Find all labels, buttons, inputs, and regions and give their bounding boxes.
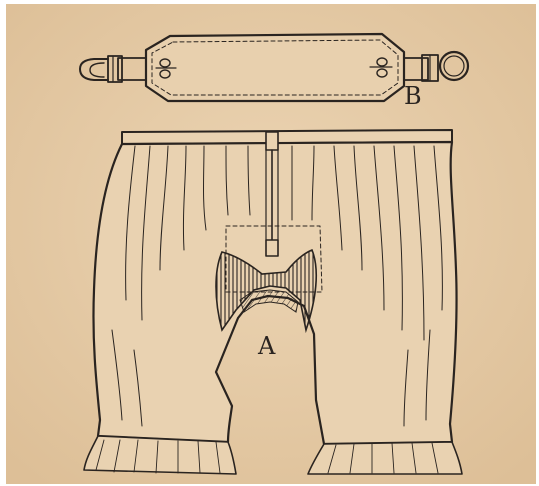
label-b: B <box>404 82 422 110</box>
label-a: A <box>257 332 276 360</box>
